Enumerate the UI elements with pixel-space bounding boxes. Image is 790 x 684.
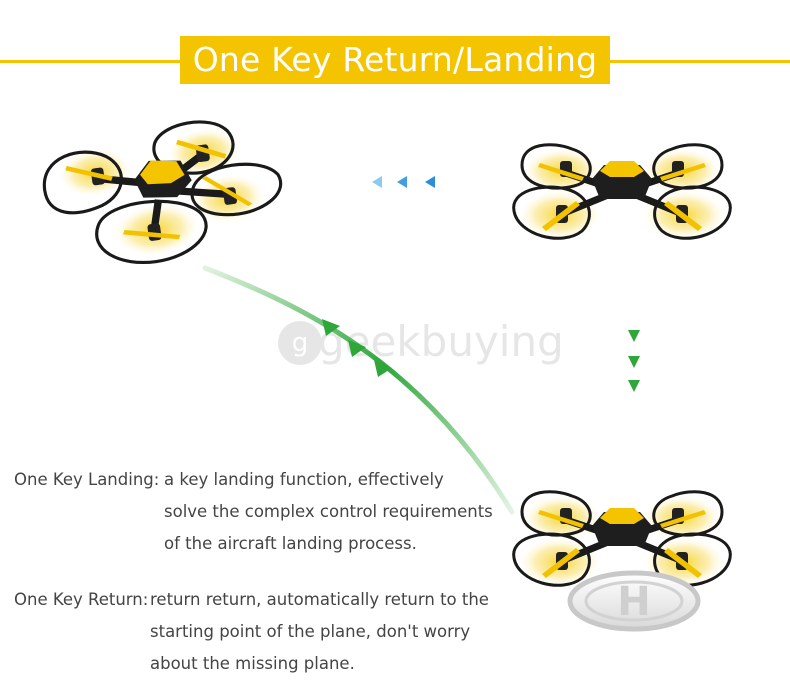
landing-line-1: a key landing function, effectively: [164, 470, 444, 489]
page-title: One Key Return/Landing: [192, 40, 598, 79]
title-rule-right: [610, 60, 790, 63]
watermark: g geekbuying: [278, 317, 564, 366]
landing-line-2: solve the complex control requirements: [164, 502, 493, 521]
landing-line-3: of the aircraft landing process.: [164, 534, 417, 553]
svg-text:g: g: [292, 328, 309, 358]
drone-home-icon: [42, 120, 283, 265]
watermark-text: geekbuying: [318, 317, 564, 366]
return-description: One Key Return: return return, automatic…: [14, 584, 494, 684]
title-banner: One Key Return/Landing: [180, 36, 610, 84]
return-path-arrow: [292, 176, 526, 188]
landing-description: One Key Landing: a key landing function,…: [14, 464, 494, 564]
landing-label: One Key Landing:: [14, 470, 160, 489]
return-label: One Key Return:: [14, 590, 149, 609]
landing-path-arrow: [202, 265, 515, 515]
drone-away-icon: [514, 145, 731, 239]
return-line-2: starting point of the plane, don't worry: [150, 622, 471, 641]
title-rule-left: [0, 60, 180, 63]
descend-path-arrow: [628, 240, 640, 490]
return-line-3: about the missing plane.: [150, 654, 355, 673]
landing-pad-letter: H: [617, 579, 650, 625]
return-line-1: return return, automatically return to t…: [150, 590, 489, 609]
landing-pad-icon: H: [567, 570, 701, 632]
